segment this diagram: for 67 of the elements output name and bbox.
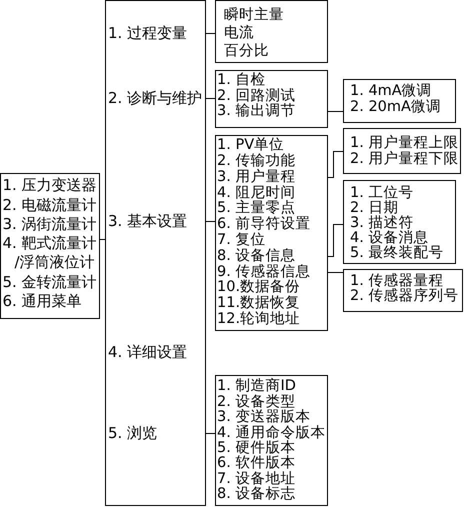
menu-item: 1. 用户量程上限	[350, 135, 458, 151]
menu-item: 7. 设备地址	[217, 472, 296, 487]
menu-item: 2. 传输功能	[217, 154, 296, 169]
menu-item: 2. 设备类型	[217, 394, 296, 410]
menu-item: 1. PV单位	[217, 138, 284, 154]
menu-item: 3. 基本设置	[108, 211, 188, 231]
menu-item: 3. 输出调节	[217, 104, 296, 120]
menu-item: 1. 过程变量	[108, 23, 188, 43]
menu-box	[0, 173, 100, 319]
menu-box	[343, 269, 463, 312]
menu-item: 2. 传感器序列号	[350, 288, 458, 304]
menu-item: 2. 诊断与维护	[108, 88, 202, 108]
menu-item: 4. 详细设置	[108, 342, 188, 362]
connector-line	[328, 272, 344, 273]
menu-item: 6. 通用菜单	[2, 292, 82, 312]
menu-item: 1. 传感器量程	[350, 274, 444, 288]
menu-item: 9. 传感器信息	[217, 264, 310, 280]
menu-item: 5. 最终装配号	[350, 246, 444, 260]
menu-item: 2. 日期	[350, 200, 398, 216]
menu-item: 3. 变送器版本	[217, 410, 310, 426]
menu-item: 百分比	[224, 42, 269, 60]
menu-item: 8. 设备标志	[217, 487, 296, 503]
menu-item: 5. 金转流量计	[2, 272, 97, 292]
menu-box	[343, 180, 456, 264]
menu-item: 2. 20mA微调	[350, 99, 441, 115]
menu-item: 10.数据备份	[217, 280, 300, 296]
menu-item: 5. 主量零点	[217, 201, 296, 216]
connector-line	[206, 221, 216, 222]
menu-box	[343, 79, 456, 123]
menu-item: 1. 自检	[217, 73, 266, 88]
menu-item: 5. 浏览	[108, 423, 158, 443]
menu-item: 3. 涡街流量计	[2, 214, 97, 234]
menu-item: 4. 设备消息	[350, 230, 428, 246]
menu-item: 11.数据恢复	[217, 296, 300, 312]
connector-line	[206, 433, 216, 434]
menu-item: 2. 回路测试	[217, 88, 296, 104]
menu-box	[215, 70, 328, 128]
menu-item: 12.轮询地址	[217, 312, 300, 328]
connector-line	[100, 239, 106, 240]
menu-item: 3. 用户量程	[217, 170, 296, 185]
menu-item: 2. 电磁流量计	[2, 196, 97, 215]
menu-item: 7. 复位	[217, 232, 266, 248]
menu-item: 1. 制造商ID	[217, 379, 296, 394]
menu-box	[215, 0, 328, 63]
menu-box	[105, 0, 206, 506]
menu-item: 5. 硬件版本	[217, 440, 296, 456]
menu-box	[343, 128, 461, 174]
menu-item: 2. 用户量程下限	[350, 151, 458, 167]
connector-line	[206, 33, 216, 34]
menu-item: 1. 4mA微调	[350, 83, 432, 99]
menu-item: 3. 描述符	[350, 216, 414, 230]
connector-line	[328, 111, 344, 112]
menu-item: 6. 软件版本	[217, 456, 296, 472]
menu-item: 瞬时主量	[224, 6, 284, 24]
menu-item: 电流	[224, 24, 254, 42]
menu-box	[215, 375, 328, 506]
menu-item: 8. 设备信息	[217, 248, 296, 264]
menu-item: 4. 阻尼时间	[217, 186, 296, 201]
connector-line	[328, 151, 344, 178]
menu-item: 4. 靶式流量计/浮筒液位计	[2, 234, 98, 273]
connector-line	[328, 224, 344, 257]
menu-item: 1. 工位号	[350, 186, 414, 200]
connector-line	[206, 98, 216, 99]
menu-box	[215, 135, 328, 331]
menu-item: 6. 前导符设置	[217, 217, 310, 232]
menu-item: 4. 通用命令版本	[217, 426, 326, 441]
menu-item: 1. 压力变送器	[2, 176, 97, 196]
